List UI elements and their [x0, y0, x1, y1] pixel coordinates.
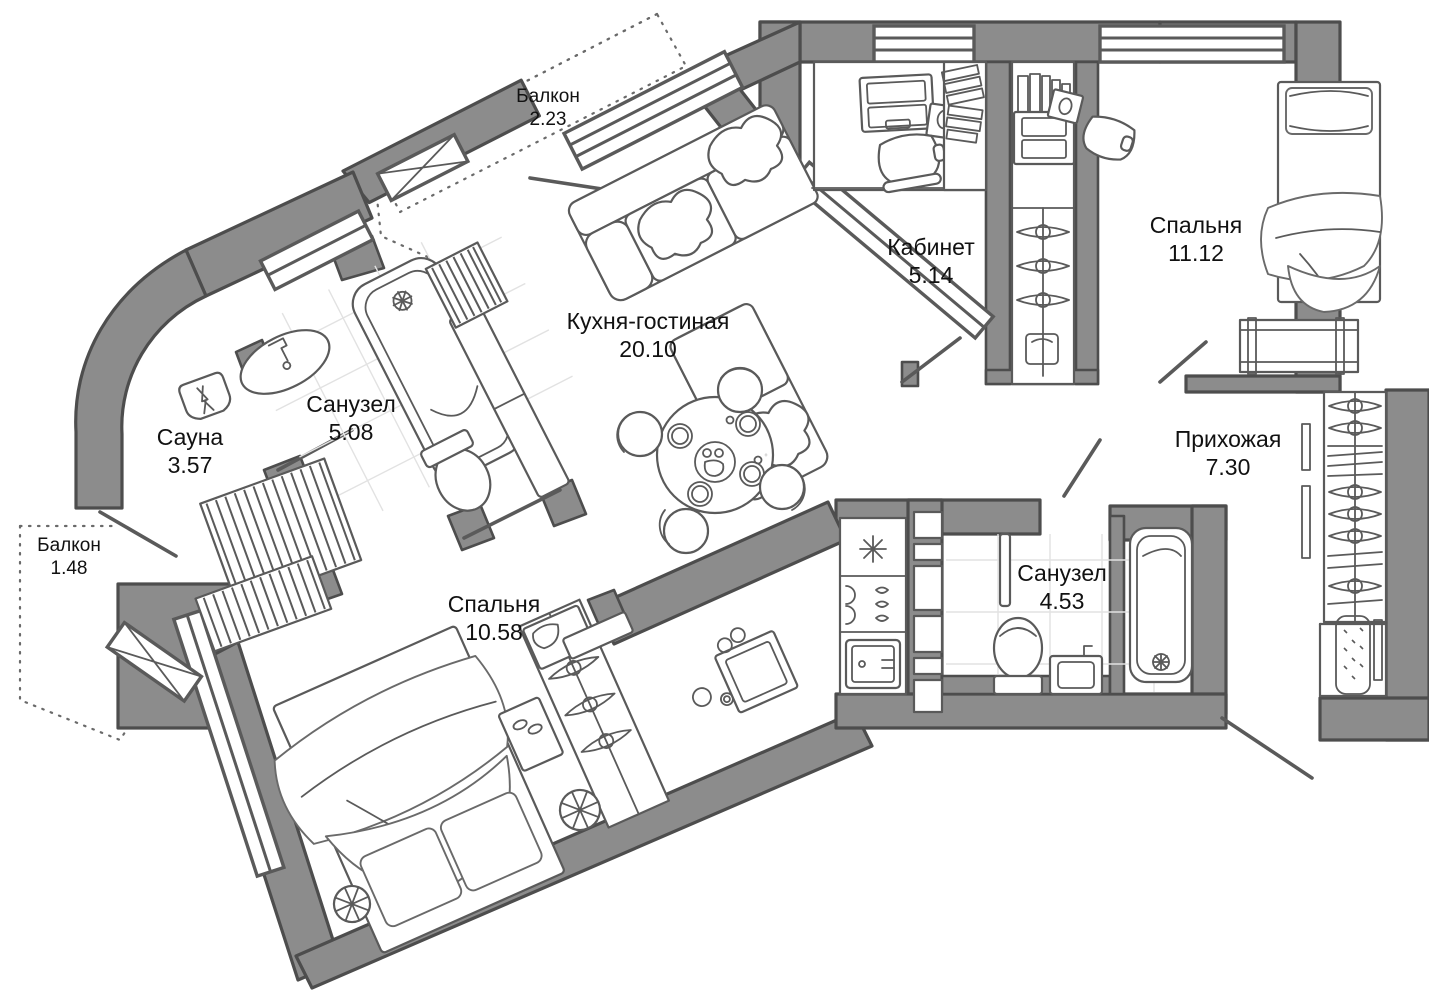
windows: [104, 24, 1286, 879]
door-study: [900, 336, 962, 384]
sauna-heater: [178, 371, 232, 420]
kitchen-shelves: [912, 510, 944, 714]
stove: [859, 535, 887, 563]
kitchen-units: [838, 510, 944, 714]
sauna-fixtures: [178, 371, 363, 653]
desk-bedroom: [1012, 88, 1136, 166]
washbasin-second: [1048, 654, 1104, 696]
door-balcony-left: [98, 510, 178, 558]
kitchenette-corner: [692, 627, 799, 714]
desk-laptop: [858, 73, 936, 133]
radiator-bedroom-left: [562, 611, 634, 660]
dining-table: [655, 395, 775, 515]
window-study: [872, 24, 976, 64]
study-furniture: [811, 60, 988, 194]
towel-rail-second: [998, 532, 1012, 608]
hanger-icons: [1016, 224, 1070, 308]
door-entrance: [1220, 716, 1314, 780]
balcony-top-outline: [371, 12, 688, 260]
bathroom-main-fixtures: [239, 241, 570, 512]
toilet-second: [992, 616, 1044, 680]
bed-double-right: [1260, 80, 1383, 313]
sauna-bench-lower: [194, 555, 333, 653]
door-bathroom-main: [462, 488, 562, 540]
bathroom-second-fixtures: [992, 520, 1194, 696]
bed-double-left: [272, 625, 565, 954]
door-bathroom-second: [1062, 438, 1102, 498]
bookshelf: [940, 60, 988, 192]
wardrobe-hall: [1301, 390, 1388, 624]
shower-riser: [1166, 520, 1174, 560]
balcony-left-outline: [18, 524, 172, 742]
bench-right: [1238, 317, 1360, 375]
nightstand-left: [332, 696, 602, 924]
bin-icon: [1025, 333, 1059, 365]
kitchen-sink: [845, 585, 889, 625]
washing-machine: [844, 638, 902, 690]
bathtub-second: [1128, 526, 1194, 684]
shoe-rack: [1318, 615, 1388, 698]
door-bedroom-right: [1158, 340, 1208, 384]
window-bedroom-right: [1098, 24, 1286, 64]
office-chair: [877, 133, 947, 194]
dining-chairs: [616, 366, 806, 555]
wardrobe-between: [1010, 60, 1136, 386]
chair-bedroom: [1082, 115, 1136, 161]
